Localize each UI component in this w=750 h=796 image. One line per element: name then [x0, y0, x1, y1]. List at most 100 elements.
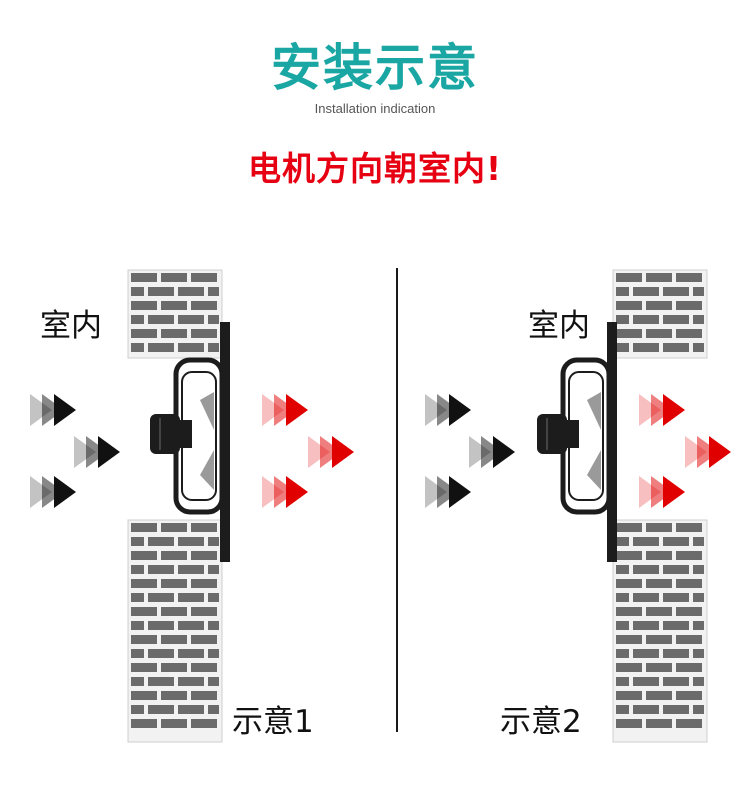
- brick: [178, 315, 204, 324]
- brick: [663, 343, 689, 352]
- brick: [693, 537, 704, 546]
- brick: [663, 565, 689, 574]
- indoor-label-2: 室内: [528, 308, 590, 344]
- brick: [131, 579, 157, 588]
- brick: [633, 315, 659, 324]
- brick: [633, 565, 659, 574]
- brick: [646, 551, 672, 560]
- page-subtitle: Installation indication: [314, 101, 436, 116]
- brick: [191, 579, 217, 588]
- brick-wall-bottom: [612, 519, 708, 743]
- brick: [161, 273, 187, 282]
- brick: [646, 579, 672, 588]
- brick: [178, 649, 204, 658]
- brick: [131, 273, 157, 282]
- brick: [616, 301, 642, 310]
- brick: [693, 593, 704, 602]
- brick: [616, 329, 642, 338]
- brick: [633, 593, 659, 602]
- brick: [646, 719, 672, 728]
- brick: [616, 691, 642, 700]
- brick: [208, 565, 219, 574]
- brick: [178, 705, 204, 714]
- brick: [633, 343, 659, 352]
- brick: [178, 565, 204, 574]
- exhaust-fan-icon: [537, 322, 617, 562]
- brick: [148, 677, 174, 686]
- brick: [616, 705, 629, 714]
- brick: [646, 663, 672, 672]
- brick: [646, 523, 672, 532]
- brick: [616, 607, 642, 616]
- brick: [676, 301, 702, 310]
- brick: [676, 719, 702, 728]
- brick: [663, 649, 689, 658]
- brick: [663, 315, 689, 324]
- brick: [208, 315, 219, 324]
- brick: [161, 663, 187, 672]
- brick: [131, 705, 144, 714]
- brick: [161, 635, 187, 644]
- brick: [131, 523, 157, 532]
- brick: [616, 579, 642, 588]
- brick: [148, 705, 174, 714]
- brick: [161, 719, 187, 728]
- brick: [693, 343, 704, 352]
- brick: [131, 329, 157, 338]
- brick-wall-bottom: [127, 519, 223, 743]
- brick: [131, 607, 157, 616]
- outgoing-air-arrows-icon: [262, 394, 354, 508]
- brick: [191, 663, 217, 672]
- brick-wall-top: [127, 269, 223, 359]
- brick: [148, 621, 174, 630]
- brick: [178, 343, 204, 352]
- brick: [616, 635, 642, 644]
- brick: [148, 649, 174, 658]
- brick-wall-top: [612, 269, 708, 359]
- brick: [693, 287, 704, 296]
- brick: [178, 537, 204, 546]
- brick: [676, 635, 702, 644]
- brick: [131, 621, 144, 630]
- brick: [178, 621, 204, 630]
- brick: [148, 287, 174, 296]
- brick: [131, 551, 157, 560]
- brick: [676, 523, 702, 532]
- brick: [178, 593, 204, 602]
- brick: [676, 663, 702, 672]
- brick: [208, 621, 219, 630]
- diagram-1: [30, 269, 354, 743]
- brick: [663, 621, 689, 630]
- indoor-label-1: 室内: [40, 308, 102, 344]
- brick: [633, 705, 659, 714]
- brick: [676, 273, 702, 282]
- brick: [646, 301, 672, 310]
- brick: [616, 551, 642, 560]
- brick: [693, 649, 704, 658]
- brick: [646, 273, 672, 282]
- brick: [646, 607, 672, 616]
- brick: [131, 301, 157, 310]
- brick: [663, 537, 689, 546]
- brick: [178, 287, 204, 296]
- brick: [191, 635, 217, 644]
- caption-2: 示意2: [500, 704, 582, 740]
- brick: [148, 565, 174, 574]
- brick: [148, 343, 174, 352]
- brick: [191, 301, 217, 310]
- brick: [663, 705, 689, 714]
- brick: [616, 523, 642, 532]
- brick: [616, 677, 629, 686]
- brick: [616, 537, 629, 546]
- brick: [131, 649, 144, 658]
- diagram-divider: [396, 268, 398, 732]
- brick: [131, 663, 157, 672]
- brick: [676, 607, 702, 616]
- brick: [616, 565, 629, 574]
- brick: [693, 677, 704, 686]
- brick: [131, 287, 144, 296]
- brick: [161, 329, 187, 338]
- brick: [208, 705, 219, 714]
- brick: [131, 635, 157, 644]
- page-title: 安装示意: [271, 39, 479, 97]
